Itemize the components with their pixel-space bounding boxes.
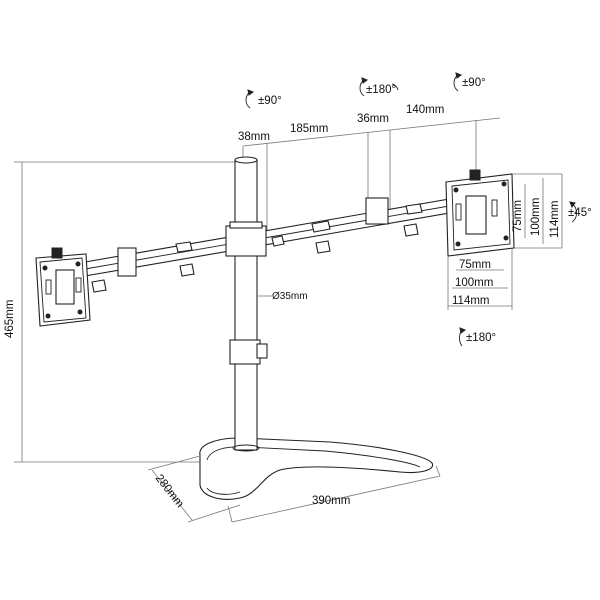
rotation-indicator-pole: ±90°: [245, 89, 282, 109]
dimension-185mm: 185mm: [290, 123, 328, 135]
rotation-indicator-right-arm: ±90°: [453, 72, 486, 92]
base-width-dimension: 390mm: [227, 465, 441, 523]
right-vesa-plate: [445, 169, 515, 257]
dimension-pole-diameter: Ø35mm: [272, 291, 308, 302]
rotation-label-right-arm: ±90°: [462, 77, 486, 89]
top-dimension-line: 38mm 185mm 36mm 140mm: [238, 104, 501, 230]
vesa-vertical-114mm: 114mm: [549, 201, 561, 239]
vesa-vertical-75mm: 75mm: [512, 200, 524, 232]
left-vesa-plate: [35, 247, 91, 327]
dimension-390mm: 390mm: [312, 495, 350, 507]
vesa-horizontal-100mm: 100mm: [455, 277, 493, 289]
dimension-280mm: 280mm: [153, 472, 186, 510]
height-dimension: 465mm: [4, 161, 240, 463]
dimension-36mm: 36mm: [357, 113, 389, 125]
rotation-label-swivel: ±180°: [466, 332, 496, 344]
vesa-horizontal-dimensions: 75mm 100mm 114mm: [447, 248, 513, 310]
vesa-horizontal-114mm: 114mm: [452, 295, 490, 307]
vesa-horizontal-75mm: 75mm: [459, 259, 491, 271]
rotation-indicator-center-arm: ±180°: [359, 77, 399, 97]
rotation-label-tilt: ±45°: [568, 207, 592, 219]
vertical-pole: Ø35mm: [229, 156, 308, 452]
dimension-38mm: 38mm: [238, 131, 270, 143]
support-arm: [84, 197, 456, 293]
dimension-140mm: 140mm: [406, 104, 444, 116]
tilt-indicator: ±45°: [568, 201, 592, 223]
stand-base: [199, 437, 434, 500]
vesa-vertical-100mm: 100mm: [530, 198, 542, 236]
vesa-vertical-dimensions: 75mm 100mm 114mm: [512, 173, 563, 249]
rotation-label-pole: ±90°: [258, 95, 282, 107]
swivel-indicator: ±180°: [459, 327, 496, 347]
rotation-label-center-arm: ±180°: [366, 84, 396, 96]
dimension-465mm: 465mm: [4, 300, 16, 338]
